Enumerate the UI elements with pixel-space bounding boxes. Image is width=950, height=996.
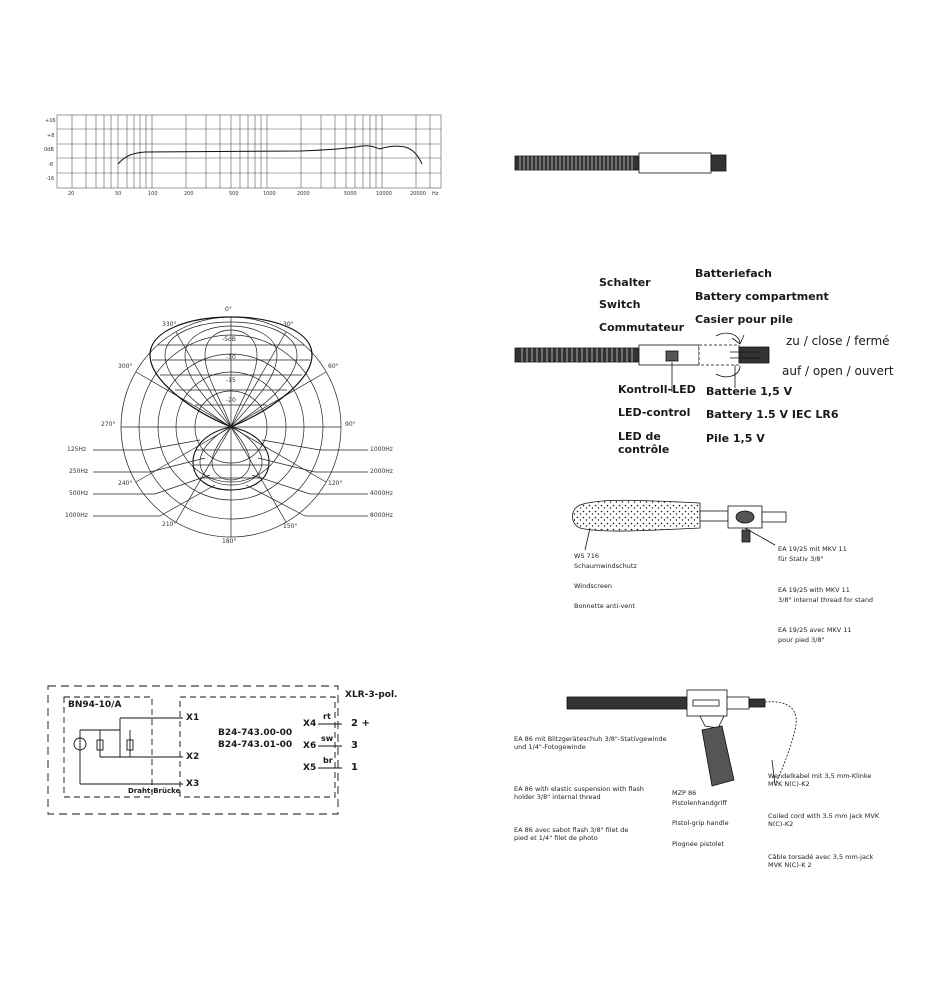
ring-label: -20 (226, 397, 236, 404)
y-tick: +16 (45, 118, 56, 124)
ws-desc-de: Schaumwindschutz (574, 562, 637, 570)
terminal-x1: X1 (186, 713, 200, 723)
freq-label: 4000Hz (370, 490, 393, 497)
mzp-desc-fr: Piognée pistolet (672, 840, 725, 848)
angle-label: 90° (345, 421, 356, 428)
cable-label-fr: Câble torsadé avec 3,5 mm-jack MVK N(C)-… (768, 853, 874, 869)
compartment-label-fr: Casier pour pile (695, 313, 793, 326)
ea-fr-line1: EA 19/25 avec MKV 11 (778, 626, 852, 634)
terminal-x3: X3 (186, 779, 200, 789)
ea86-label-fr: EA 86 avec sabot flash 3/8" filet de pie… (514, 826, 629, 842)
wire-rt: rt (323, 712, 331, 721)
x-tick: 100 (148, 191, 158, 197)
x-tick: 50 (115, 191, 122, 197)
x-tick: 1000 (263, 191, 276, 197)
x-tick: 20000 (410, 191, 426, 197)
x-tick: 2000 (297, 191, 310, 197)
ea-de-line2: für Stativ 3/8" (778, 555, 824, 563)
schematic-box-label: BN94-10/A (68, 700, 122, 710)
mzp-desc-en: Pistol-grip handle (672, 819, 729, 827)
led-label-de: Kontroll-LED (618, 383, 696, 396)
angle-label: 150° (283, 523, 298, 530)
freq-label: 1000Hz (370, 446, 393, 453)
y-tick: -16 (46, 176, 55, 182)
switch-label-fr: Commutateur (599, 321, 685, 334)
ea-fr-line2: pour pied 3/8" (778, 636, 825, 644)
freq-label: 500Hz (69, 490, 89, 497)
angle-label: 30° (283, 321, 294, 328)
angle-label: 120° (328, 480, 343, 487)
angle-label: 330° (162, 321, 177, 328)
angle-label: 300° (118, 363, 133, 370)
cable-label-en: Coiled cord with 3.5 mm jack MVK N(C)-K2 (768, 812, 880, 828)
y-tick: -8 (48, 162, 53, 168)
freq-label: 125Hz (67, 446, 87, 453)
ea-de-line1: EA 19/25 mit MKV 11 (778, 545, 847, 553)
y-tick: 0dB (44, 147, 54, 153)
close-label: zu / close / fermé (786, 334, 890, 348)
wire-sw: sw (321, 734, 334, 743)
freq-label: 2000Hz (370, 468, 393, 475)
freq-label: 250Hz (69, 468, 89, 475)
ws-desc-en: Windscreen (574, 582, 612, 590)
angle-label: 60° (328, 363, 339, 370)
x-unit: Hz (432, 191, 439, 197)
terminal-x2: X2 (186, 752, 200, 762)
angle-label: 240° (118, 480, 133, 487)
ea-en-line1: EA 19/25 with MKV 11 (778, 586, 850, 594)
y-tick: +8 (47, 133, 55, 139)
ring-label: -5dB (222, 336, 236, 343)
led-label-en: LED-control (618, 406, 691, 419)
battery-label-de: Batterie 1,5 V (706, 385, 793, 398)
wire-br: br (323, 756, 333, 765)
ws-desc-fr: Bonnette anti-vent (574, 602, 635, 610)
terminal-x5: X5 (303, 763, 317, 773)
ea86-label-de: EA 86 mit Blitzgeräteschuh 3/8"-Stativge… (514, 735, 667, 751)
terminal-x4: X4 (303, 719, 317, 729)
open-label: auf / open / ouvert (782, 364, 894, 378)
compartment-label-de: Batteriefach (695, 267, 772, 280)
ea-en-line2: 3/8" internal thread for stand (778, 596, 874, 604)
angle-label: 210° (162, 521, 177, 528)
bridge-label: Draht-Brücke (128, 787, 181, 795)
x-tick: 10000 (376, 191, 392, 197)
pin-2: 2 + (351, 718, 370, 729)
x-tick: 5000 (344, 191, 357, 197)
ring-label: -10 (226, 354, 236, 361)
pin-3: 3 (351, 740, 358, 751)
angle-label: 270° (101, 421, 116, 428)
mzp-label: MZP 86 (672, 789, 697, 797)
battery-label-en: Battery 1.5 V IEC LR6 (706, 408, 839, 421)
mzp-desc-de: Pistolenhandgriff (672, 799, 727, 807)
x-tick: 20 (68, 191, 75, 197)
terminal-x6: X6 (303, 741, 317, 751)
freq-label: 8000Hz (370, 512, 393, 519)
angle-label: 0° (225, 306, 232, 313)
compartment-label-en: Battery compartment (695, 290, 829, 303)
xlr-label: XLR-3-pol. (345, 690, 398, 700)
ea86-label-en: EA 86 with elastic suspension with flash… (514, 785, 644, 801)
angle-label: 180° (222, 538, 237, 545)
pin-1: 1 (351, 762, 358, 773)
x-tick: 500 (229, 191, 239, 197)
cable-label-de: Wendelkabel mit 3,5 mm-Klinke MVK N(C)-K… (768, 772, 872, 788)
switch-label-de: Schalter (599, 276, 651, 289)
ws-label: WS 716 (574, 552, 600, 560)
x-tick: 200 (184, 191, 194, 197)
battery-label-fr: Pile 1,5 V (706, 432, 765, 445)
freq-label: 1000Hz (65, 512, 88, 519)
part-number-1: B24-743.00-00 (218, 728, 293, 738)
part-number-2: B24-743.01-00 (218, 740, 293, 750)
ring-label: -15 (226, 377, 236, 384)
switch-label-en: Switch (599, 298, 641, 311)
led-label-fr: LED de contrôle (618, 430, 670, 456)
